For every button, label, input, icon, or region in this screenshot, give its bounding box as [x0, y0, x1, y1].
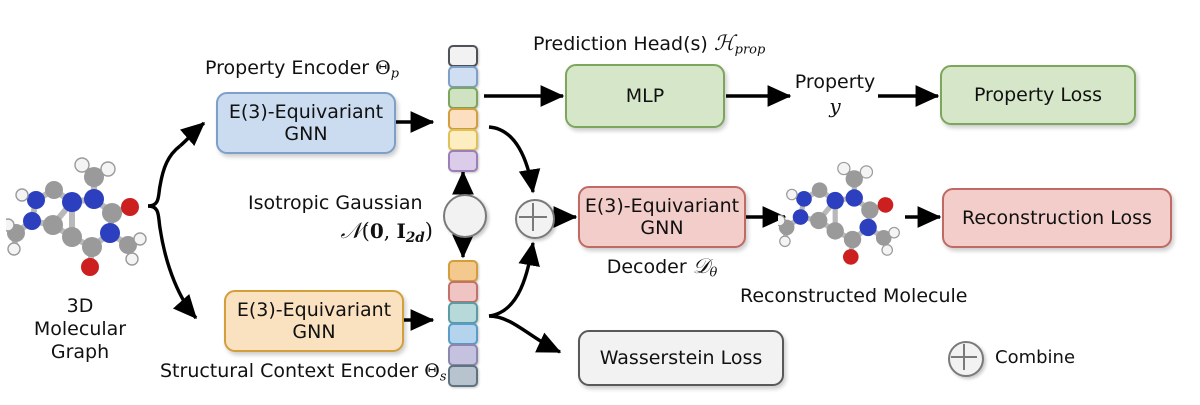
latent-cell: [448, 344, 478, 366]
property-output-label: Property y: [791, 71, 879, 118]
theta-p-symbol: Θp: [375, 57, 399, 82]
input-molecule-caffeine: [6, 157, 147, 276]
latent-cell: [448, 66, 478, 88]
property-latent-vector[interactable]: [448, 45, 478, 172]
edge-mol-brace-up: [147, 144, 182, 208]
latent-cell: [448, 260, 478, 282]
reconstruction-loss-box[interactable]: Reconstruction Loss: [942, 188, 1172, 248]
gaussian-noise-node[interactable]: [443, 194, 487, 238]
property-encoder-caption: Property Encoder Θp: [205, 57, 399, 82]
edge-structural-latent-to-combine: [488, 241, 540, 318]
decoder-box[interactable]: E(3)-Equivariant GNN: [578, 186, 746, 248]
property-y-symbol: y: [829, 93, 841, 118]
latent-cell: [448, 129, 478, 151]
edge-property-latent-to-combine: [488, 125, 541, 194]
reconstructed-molecule-caffeine: [778, 161, 900, 265]
combine-node[interactable]: [515, 199, 555, 239]
structural-encoder-caption: Structural Context Encoder Θs: [160, 360, 447, 385]
theta-s-symbol: Θs: [424, 360, 447, 385]
legend-combine-icon: [948, 341, 984, 377]
latent-cell: [448, 323, 478, 345]
structural-encoder-box[interactable]: E(3)-Equivariant GNN: [224, 290, 404, 352]
edge-mol-to-structural-encoder: [147, 204, 198, 320]
script-n-symbol: 𝒩: [340, 219, 362, 244]
legend-combine-label: Combine: [995, 347, 1076, 368]
property-loss-box[interactable]: Property Loss: [940, 65, 1136, 125]
gaussian-notation: 𝒩(0, I2d): [340, 219, 433, 246]
reconstructed-molecule-label: Reconstructed Molecule: [740, 285, 968, 307]
wasserstein-loss-box[interactable]: Wasserstein Loss: [578, 330, 784, 386]
structural-latent-vector[interactable]: [448, 260, 478, 387]
edge-structural-latent-to-wasserstein: [488, 314, 562, 354]
latent-cell: [448, 302, 478, 324]
script-h-symbol: ℋ: [713, 31, 735, 55]
decoder-caption: Decoder 𝒟θ: [606, 254, 718, 281]
prediction-head-caption: Prediction Head(s) ℋprop: [533, 31, 766, 58]
script-d-symbol: 𝒟: [692, 254, 710, 278]
latent-cell: [448, 281, 478, 303]
mlp-box[interactable]: MLP: [565, 64, 725, 128]
latent-cell: [448, 365, 478, 387]
latent-cell: [448, 108, 478, 130]
isotropic-gaussian-label: Isotropic Gaussian: [248, 192, 423, 214]
latent-cell: [448, 87, 478, 109]
identity-matrix-symbol: I2d: [396, 219, 425, 246]
edge-mol-to-property-encoder: [178, 121, 206, 148]
latent-cell: [448, 45, 478, 67]
input-molecule-label: 3D Molecular Graph: [33, 295, 127, 363]
latent-cell: [448, 150, 478, 172]
property-encoder-box[interactable]: E(3)-Equivariant GNN: [216, 92, 396, 154]
